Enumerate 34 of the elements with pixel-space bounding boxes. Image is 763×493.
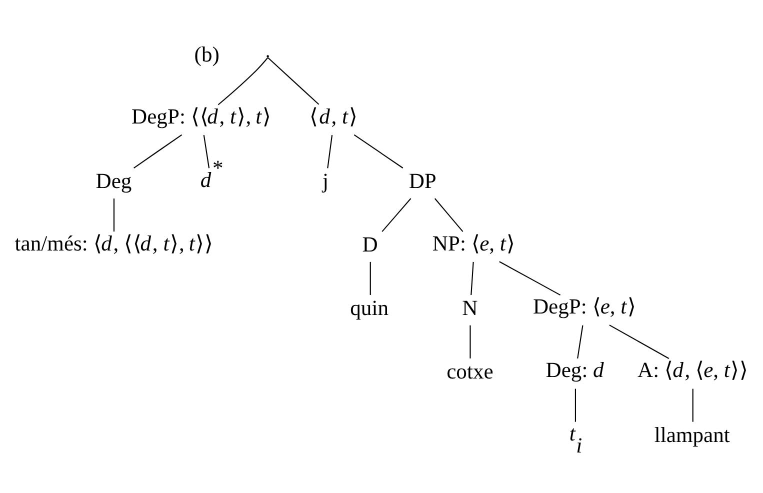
node-text: DegP: ⟨⟨d, t⟩, t⟩ [132, 104, 272, 128]
node-text: tan/més: ⟨d, ⟨⟨d, t⟩, t⟩⟩ [14, 231, 214, 256]
connector [577, 325, 584, 358]
connector [268, 57, 320, 105]
connector [434, 198, 464, 232]
node-text: DegP: ⟨e, t⟩ [532, 294, 636, 319]
connector [609, 324, 670, 359]
node-text: NP: ⟨e, t⟩ [432, 231, 516, 256]
label: (b) [194, 42, 220, 66]
node-text: quin [350, 296, 388, 320]
node-point [266, 55, 269, 58]
connector [354, 134, 404, 168]
connector [470, 262, 474, 296]
connector [574, 388, 576, 422]
node-text: ⟨d, t⟩ [310, 104, 358, 128]
connector [134, 134, 182, 168]
connector [370, 262, 371, 295]
node-text: llampant [654, 422, 730, 447]
connector [203, 135, 210, 168]
node-text: A: ⟨d, ⟨e, t⟩⟩ [638, 358, 749, 382]
connector [113, 198, 115, 232]
connector [692, 388, 694, 422]
node-text: D [362, 232, 378, 257]
connector [382, 198, 412, 232]
connector [499, 261, 561, 296]
node-text: N [462, 296, 478, 320]
node-text: Deg [96, 169, 132, 194]
connector [218, 57, 268, 106]
connector [327, 135, 333, 168]
node-text: Deg: d [546, 358, 604, 382]
node-text: DP [408, 169, 436, 194]
node-text: cotxe [446, 359, 494, 384]
node-text: j [322, 169, 328, 194]
connector [470, 325, 471, 358]
